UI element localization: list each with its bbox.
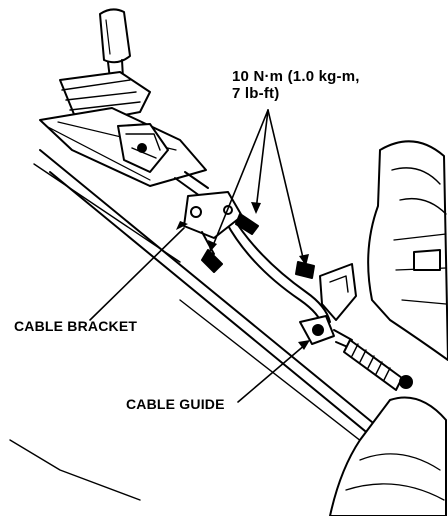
torque-spec-label: 10 N·m (1.0 kg-m, 7 lb-ft) bbox=[232, 68, 360, 103]
cable-guide-part bbox=[299, 263, 357, 349]
torque-spec-line2: 7 lb-ft) bbox=[232, 85, 280, 103]
floor-lines bbox=[9, 149, 411, 501]
cable-bracket-part bbox=[183, 191, 243, 273]
transmission-housing bbox=[329, 140, 448, 516]
bolt-icon bbox=[235, 213, 315, 279]
cable-guide-label: CABLE GUIDE bbox=[126, 396, 225, 412]
cable-bracket-label: CABLE BRACKET bbox=[14, 318, 138, 334]
leader-lines bbox=[89, 109, 307, 403]
threaded-cable-end bbox=[343, 339, 413, 391]
shift-console bbox=[39, 71, 207, 187]
torque-spec-line1: 10 N·m (1.0 kg-m, bbox=[232, 68, 360, 85]
